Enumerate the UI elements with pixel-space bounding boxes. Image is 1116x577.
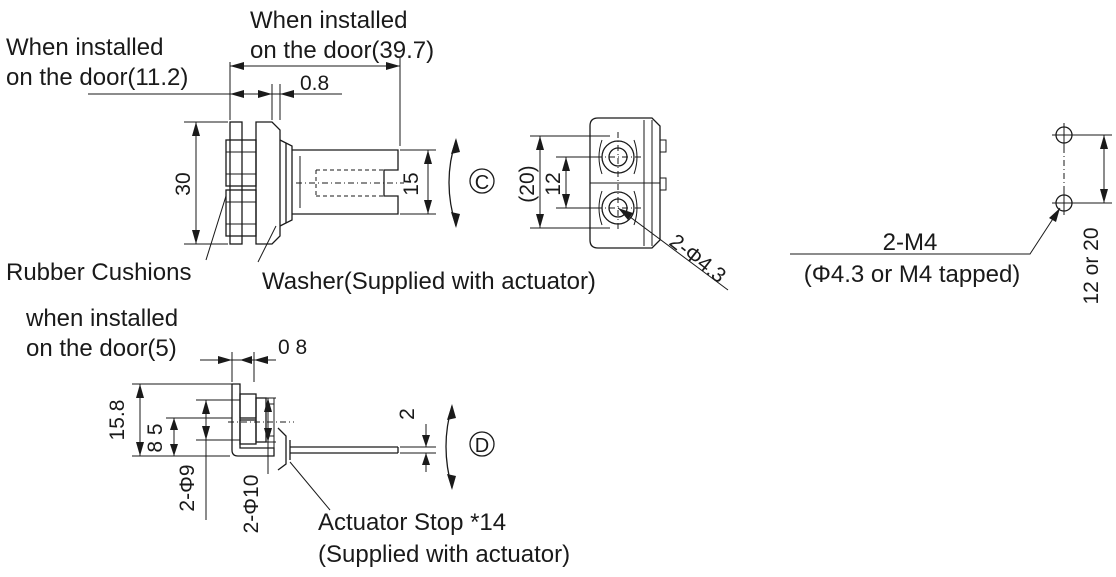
view-c-marker bbox=[469, 168, 495, 194]
hole-2-phi-9-label: 2-Φ9 bbox=[176, 464, 199, 511]
m4-label-line1: 2-M4 bbox=[883, 229, 938, 256]
l-bracket bbox=[231, 383, 275, 457]
m4-label-line2: (Φ4.3 or M4 tapped) bbox=[804, 261, 1021, 288]
actuator-stop-leader bbox=[289, 461, 331, 511]
actuator-tongue bbox=[292, 149, 399, 215]
dim-8-5-label: 8 5 bbox=[144, 423, 167, 452]
rubber-cushion-leader bbox=[205, 195, 227, 261]
actuator-stop bbox=[277, 427, 287, 471]
dim-15-8-label: 15.8 bbox=[106, 400, 129, 441]
washer-label: Washer(Supplied with actuator) bbox=[262, 268, 596, 295]
pitch-12-or-20-label: 12 or 20 bbox=[1080, 227, 1103, 304]
gap-0-8-bottom-label: 0 8 bbox=[278, 336, 307, 359]
hole-2-phi-10-label: 2-Φ10 bbox=[240, 475, 263, 534]
view-d-letter: D bbox=[475, 435, 489, 457]
rubber-cushions-label: Rubber Cushions bbox=[6, 259, 191, 286]
dim-12-label: 12 bbox=[542, 172, 565, 195]
top-front-view bbox=[530, 117, 729, 291]
door-5-label-line1: when installed bbox=[25, 305, 178, 332]
door-39-7-label-line1: When installed bbox=[250, 7, 407, 34]
door-5-label-line2: on the door(5) bbox=[26, 335, 177, 362]
view-d-marker bbox=[469, 431, 495, 457]
dim-15-label: 15 bbox=[400, 172, 423, 195]
actuator-stop-label-line1: Actuator Stop *14 bbox=[318, 509, 506, 536]
gap-0-8-top-label: 0.8 bbox=[300, 72, 329, 95]
hole-pattern-view bbox=[790, 123, 1112, 255]
hole-leader bbox=[617, 207, 729, 291]
dim-30-label: 30 bbox=[172, 172, 195, 195]
door-11-2-label-line1: When installed bbox=[6, 34, 163, 61]
m4-leader bbox=[790, 207, 1061, 255]
door-11-2-label-line2: on the door(11.2) bbox=[6, 64, 188, 91]
top-side-view bbox=[88, 58, 495, 263]
actuator-stop-label-line2: (Supplied with actuator) bbox=[318, 541, 570, 568]
actuator-body bbox=[255, 121, 281, 245]
washer-leader bbox=[257, 225, 277, 263]
door-39-7-label-line2: on the door(39.7) bbox=[250, 37, 434, 64]
bottom-side-view bbox=[132, 352, 495, 520]
mounting-plate bbox=[229, 121, 243, 245]
view-c-letter: C bbox=[475, 172, 489, 194]
dim-2-label: 2 bbox=[396, 408, 419, 420]
hole-2-phi-4-3-label: 2-Φ4.3 bbox=[665, 230, 730, 288]
front-plate bbox=[589, 117, 661, 249]
dim-20-label: (20) bbox=[516, 165, 539, 202]
